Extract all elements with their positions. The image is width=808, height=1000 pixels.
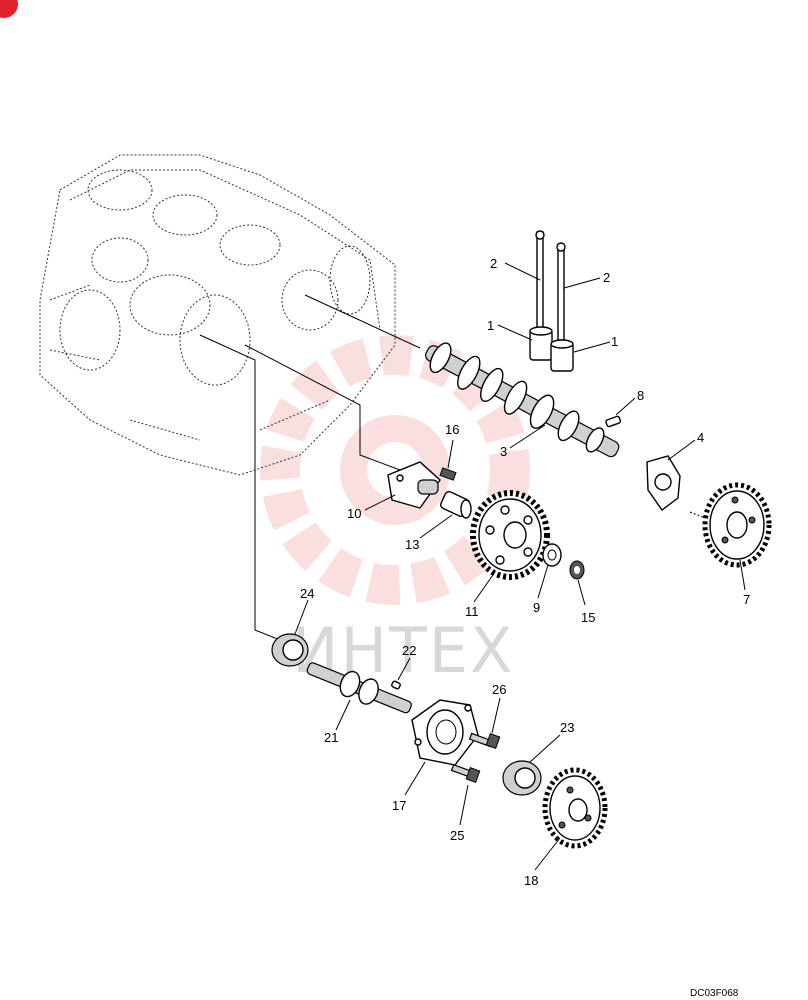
woodruff-key: [605, 415, 622, 428]
bearing-23: [502, 760, 542, 796]
callout-22: 22: [402, 643, 416, 658]
callout-4: 4: [697, 430, 704, 445]
bolt-16: [439, 467, 457, 481]
callout-7: 7: [743, 592, 750, 607]
callout-11: 11: [465, 604, 479, 619]
callout-15: 15: [581, 610, 595, 625]
callout-leaders: [294, 262, 746, 871]
dowel-pin: [391, 680, 401, 690]
figure-code: DC03F068: [690, 988, 739, 999]
corner-logo-icon: [0, 0, 18, 18]
callout-1-left: 1: [487, 318, 494, 333]
tappet-right: [550, 339, 574, 372]
bolt-26: [468, 732, 501, 749]
callout-9: 9: [533, 600, 540, 615]
callout-2-left: 2: [490, 256, 497, 271]
camshaft-gear: [702, 482, 772, 568]
callout-13: 13: [405, 537, 419, 552]
callout-1-right: 1: [611, 334, 618, 349]
callout-17: 17: [392, 798, 406, 813]
idler-bushing: [440, 490, 472, 519]
camshaft: [425, 342, 620, 458]
push-rod-left: [535, 230, 545, 333]
callout-25: 25: [450, 828, 464, 843]
idler-shaft-bracket: [387, 461, 441, 509]
callout-26: 26: [492, 682, 506, 697]
balancer-shaft: [306, 662, 412, 714]
callout-16: 16: [445, 422, 459, 437]
callout-2-right: 2: [603, 270, 610, 285]
idler-gear: [470, 490, 550, 580]
assembly-leader-lines: [199, 294, 421, 641]
balancer-gear: [542, 767, 608, 849]
callout-23: 23: [560, 720, 574, 735]
callout-8: 8: [637, 388, 644, 403]
bearing-24: [271, 633, 309, 667]
callout-24: 24: [300, 586, 314, 601]
callout-18: 18: [524, 873, 538, 888]
callout-3: 3: [500, 444, 507, 459]
callout-21: 21: [324, 730, 338, 745]
engine-block-outline: [39, 154, 396, 476]
push-rod-right: [556, 242, 566, 341]
tappet-left: [529, 326, 553, 361]
bolt-25: [450, 763, 481, 783]
bearing-housing: [411, 699, 479, 766]
callout-10: 10: [347, 506, 361, 521]
